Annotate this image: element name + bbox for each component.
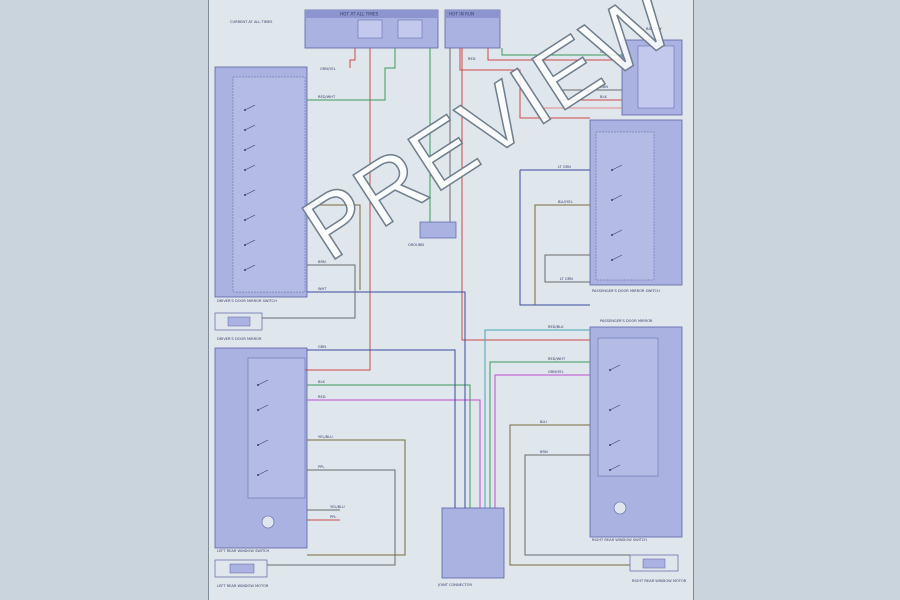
center-ground-label: GROUND <box>408 243 424 247</box>
wire-green-5 <box>489 361 590 508</box>
left-switch-label: DRIVER'S DOOR MIRROR SWITCH <box>217 299 277 303</box>
left-mirror: DRIVER'S DOOR MIRROR <box>214 312 263 341</box>
switch-marks-layer <box>244 104 623 476</box>
right-mirror: PASSENGER'S DOOR MIRROR <box>600 319 653 323</box>
wire-blue-4 <box>519 170 590 306</box>
bottom-center-connector: JOINT CONNECTOR <box>437 507 505 587</box>
wire-color-tag: YEL/BLU <box>318 435 333 439</box>
top-left-note: CURRENT AT ALL TIMES <box>230 20 273 24</box>
switch-contact <box>244 264 256 271</box>
wire-color-tag: BRN <box>318 260 326 264</box>
right-module: PASSENGER'S DOOR MIRROR SWITCH <box>589 119 683 293</box>
switch-contact <box>611 254 623 261</box>
wire-color-tag: RED/WHT <box>318 95 336 99</box>
wire-red-4 <box>487 48 622 61</box>
wire-color-tag: RED/WHT <box>548 357 566 361</box>
wire-color-tag: BLK <box>600 95 607 99</box>
wire-blue-1 <box>307 349 456 508</box>
switch-contact <box>609 364 621 371</box>
switch-contact <box>609 439 621 446</box>
wire-color-tag: BLU <box>540 420 547 424</box>
right-mirror-label: PASSENGER'S DOOR MIRROR <box>600 319 653 323</box>
wire-color-tag: WHT <box>318 287 327 291</box>
right-top-connector-label: BATTERY <box>646 27 663 31</box>
wire-tags-layer: RED/WHT GRN/YEL BLU BRN WHT GRN BLK RED YEL/BLU P… <box>318 50 609 519</box>
switch-contact <box>609 464 621 471</box>
fuse-box-right-label: HOT IN RUN <box>449 12 474 17</box>
wire-color-tag: BRN <box>540 450 548 454</box>
switch-contact <box>244 214 256 221</box>
right-module-label: PASSENGER'S DOOR MIRROR SWITCH <box>592 289 660 293</box>
wire-color-tag: BLK <box>318 380 325 384</box>
wire-color-tag: GRN <box>318 345 326 349</box>
switch-contact <box>244 189 256 196</box>
wire-grey-2 <box>262 264 356 319</box>
left-switch-module: DRIVER'S DOOR MIRROR SWITCH <box>214 66 308 303</box>
switch-contact <box>609 404 621 411</box>
wire-color-tag: RED/BLK <box>548 325 564 329</box>
wire-color-tag: LT GRN <box>558 165 571 169</box>
bottom-right-motor-label: RIGHT REAR WINDOW MOTOR <box>632 579 687 583</box>
wire-blue-2 <box>307 291 466 508</box>
switch-contact <box>244 164 256 171</box>
right-top-connector: BATTERY <box>621 27 683 116</box>
wires-layer <box>262 48 630 566</box>
switch-contact <box>257 404 269 411</box>
wire-color-tag: YEL/BLU <box>330 505 345 509</box>
wire-green-3 <box>501 48 622 56</box>
right-lower-module: RIGHT REAR WINDOW SWITCH <box>589 326 683 542</box>
wire-red-1 <box>305 48 371 371</box>
wire-color-tag: GRN <box>600 85 608 89</box>
bottom-right-motor: RIGHT REAR WINDOW MOTOR <box>629 554 687 583</box>
wire-color-tag: RED <box>318 395 326 399</box>
wire-color-tag: WHT <box>600 50 609 54</box>
wire-red-5 <box>461 48 590 341</box>
wire-color-tag: GRN/YEL <box>320 67 336 71</box>
wire-red-3 <box>459 48 590 119</box>
bottom-left-motor: LEFT REAR WINDOW MOTOR <box>214 559 269 588</box>
wire-green-2 <box>307 48 396 101</box>
bottom-left-motor-label: LEFT REAR WINDOW MOTOR <box>217 584 269 588</box>
switch-contact <box>244 124 256 131</box>
right-lower-module-label: RIGHT REAR WINDOW SWITCH <box>592 538 647 542</box>
center-ground: GROUND <box>408 221 457 247</box>
wire-color-tag: PPL <box>318 465 324 469</box>
switch-contact <box>611 229 623 236</box>
wire-magenta-2 <box>494 374 590 508</box>
wire-red-2 <box>349 48 356 68</box>
wire-magenta-1 <box>307 399 481 508</box>
switch-contact <box>257 469 269 476</box>
wire-color-tag: RED <box>468 57 476 61</box>
fuse-box-left: HOT AT ALL TIMES <box>304 9 439 49</box>
mid-left-module-label: LEFT REAR WINDOW SWITCH <box>217 549 269 553</box>
switch-contact <box>257 379 269 386</box>
bottom-center-connector-label: JOINT CONNECTOR <box>437 583 472 587</box>
switch-contact <box>244 239 256 246</box>
switch-contact <box>244 104 256 111</box>
left-mirror-label: DRIVER'S DOOR MIRROR <box>217 337 262 341</box>
wire-green-4 <box>307 384 471 508</box>
wire-grey-4 <box>524 454 630 556</box>
wire-color-tag: LT GRN <box>560 277 573 281</box>
wire-grey-3 <box>267 469 396 566</box>
wire-color-tag: BLU/YEL <box>558 200 573 204</box>
wire-color-tag: GRN/YEL <box>548 370 564 374</box>
mid-left-module: LEFT REAR WINDOW SWITCH <box>214 347 308 553</box>
switch-contact <box>257 439 269 446</box>
wire-cyan-1 <box>484 329 590 508</box>
fuse-box-right: HOT IN RUN <box>444 9 501 49</box>
switch-contact <box>244 144 256 151</box>
wire-color-tag: BLU <box>318 200 325 204</box>
wire-grey-5 <box>544 254 590 283</box>
switch-contact <box>611 194 623 201</box>
wire-brown-3 <box>534 204 590 305</box>
switch-contact <box>611 164 623 171</box>
wire-brown-1 <box>307 204 361 290</box>
wire-brown-4 <box>509 424 630 566</box>
wire-color-tag: PPL <box>330 515 336 519</box>
fuse-box-left-label: HOT AT ALL TIMES <box>340 12 379 17</box>
wire-brown-2 <box>307 439 406 556</box>
